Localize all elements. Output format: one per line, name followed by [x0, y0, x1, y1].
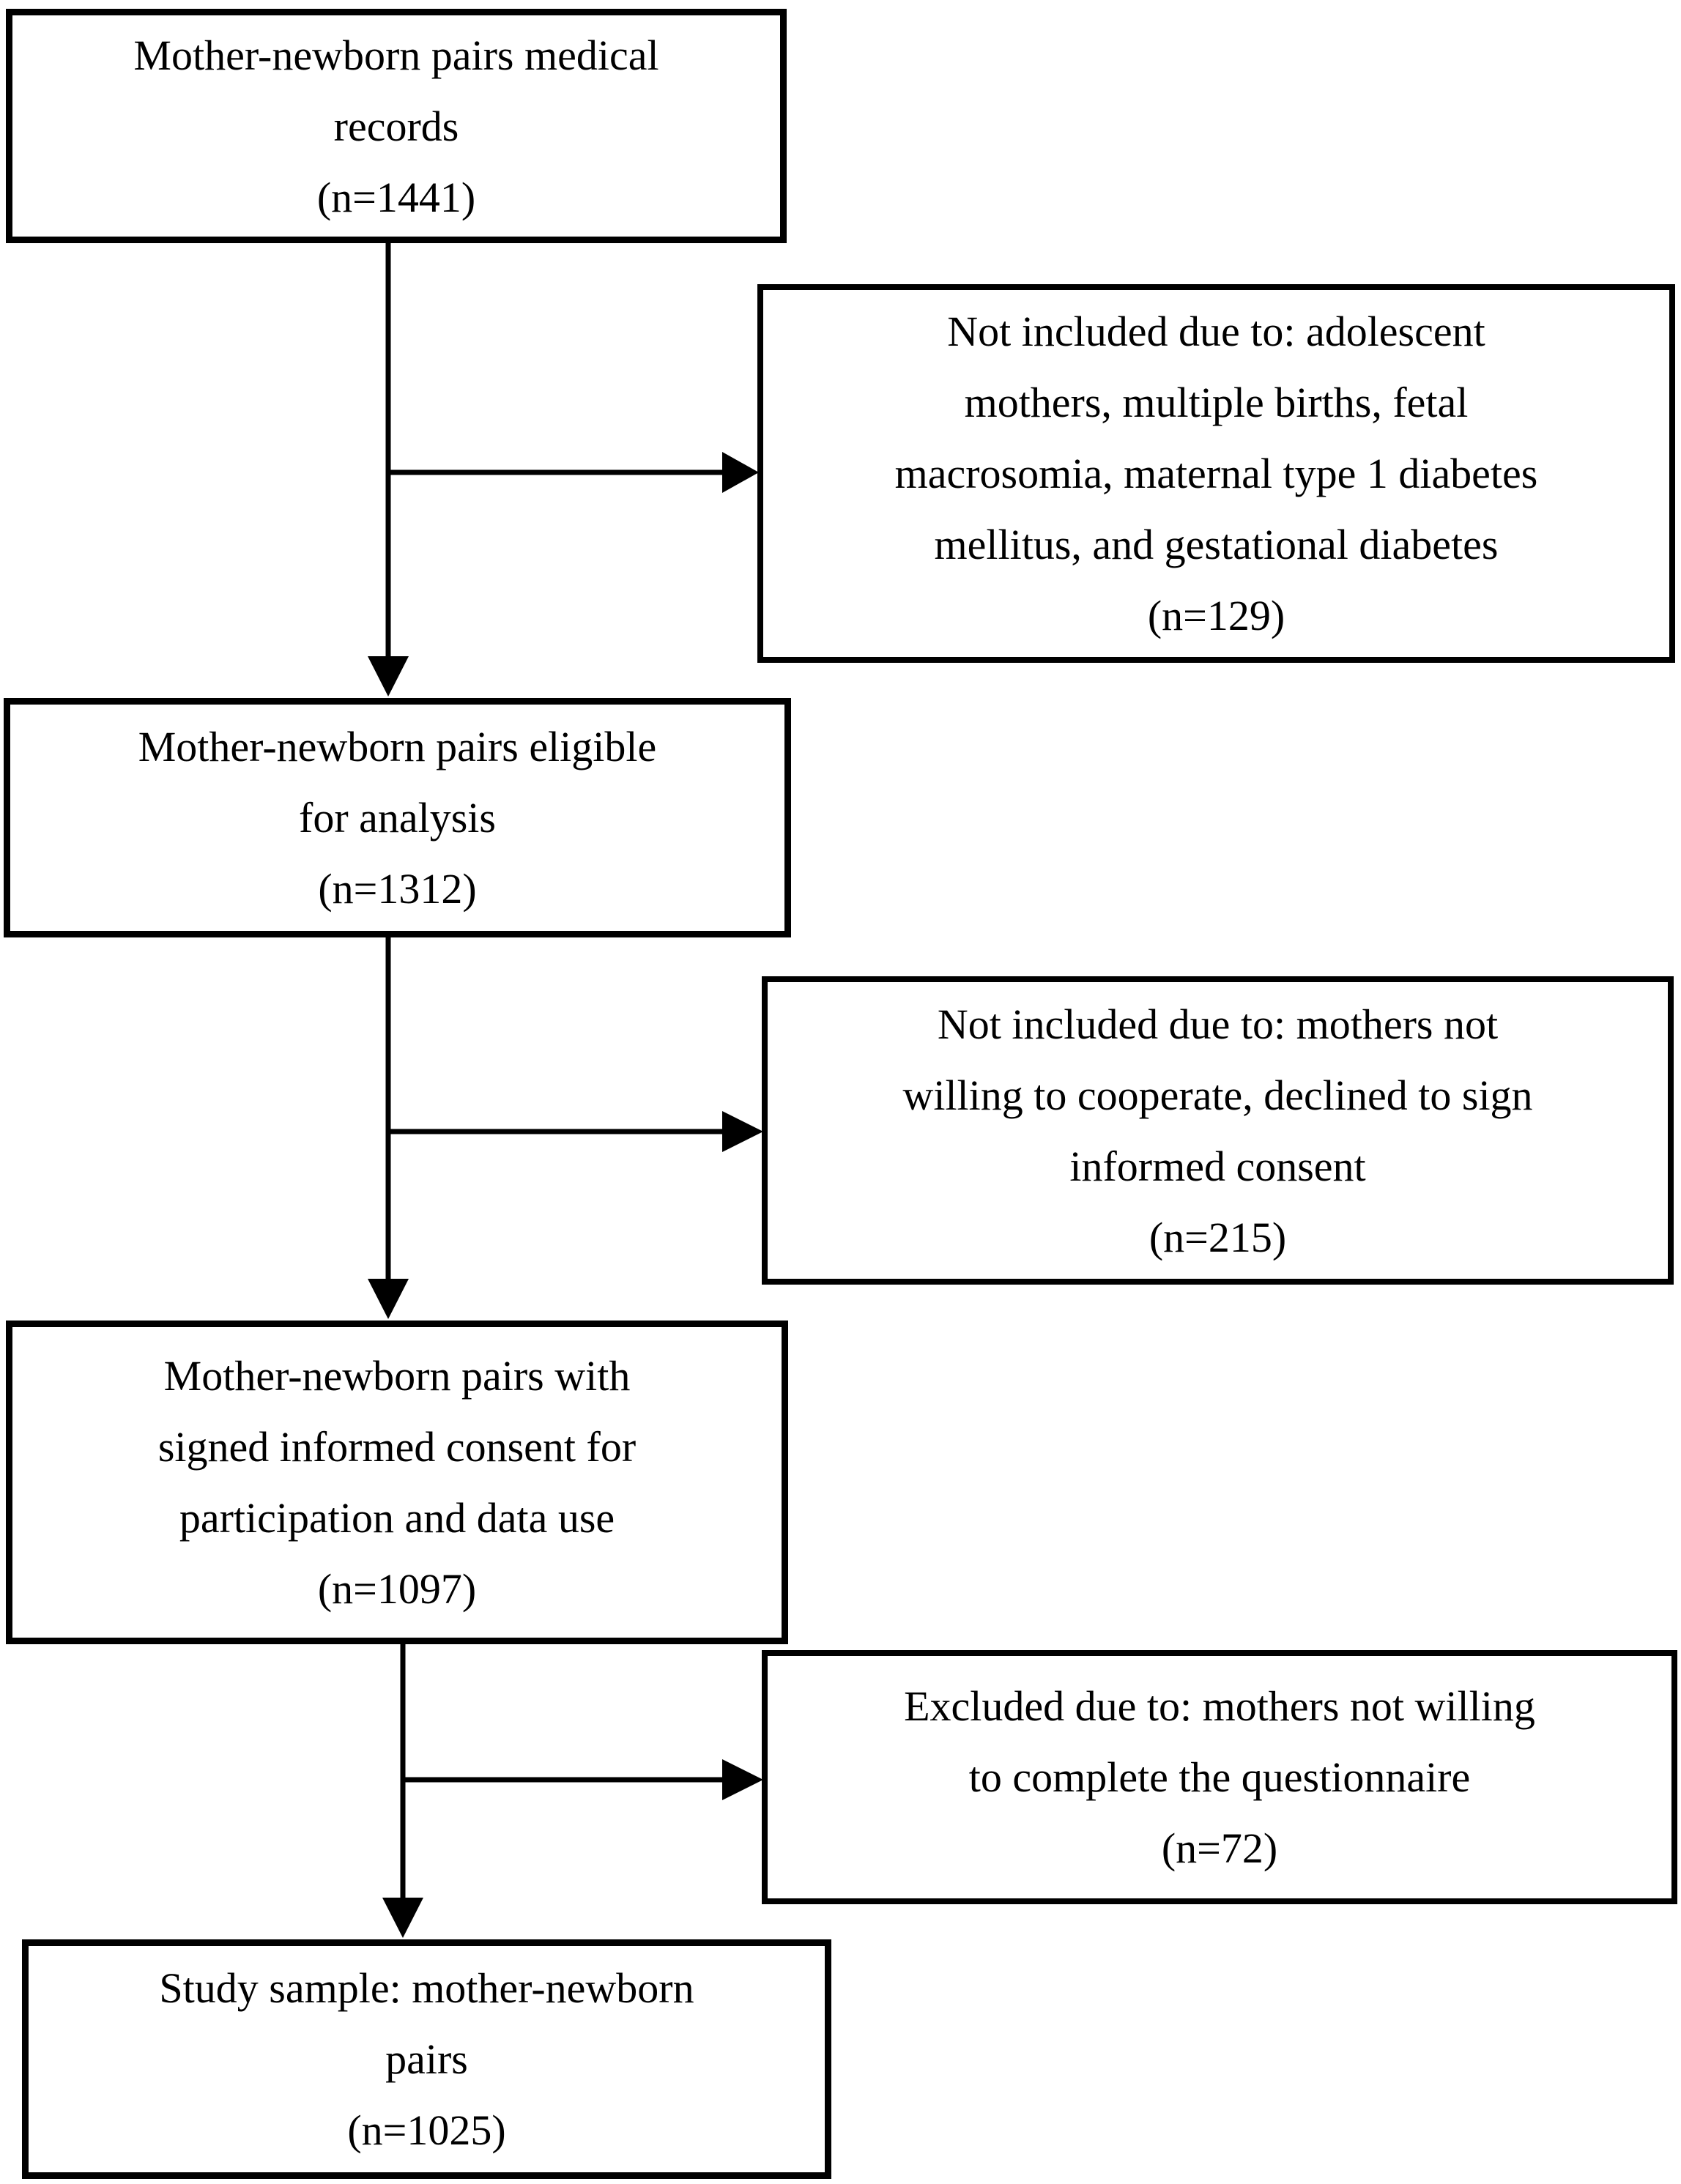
- arrowhead-right-to-excluded3: [722, 1759, 763, 1800]
- box-text-line: participation and data use: [179, 1494, 615, 1542]
- box-count: (n=215): [1149, 1213, 1287, 1261]
- box-count: (n=1097): [317, 1565, 477, 1613]
- box-medical-records: Mother-newborn pairs medical records (n=…: [6, 9, 787, 243]
- box-text-line: for analysis: [299, 794, 496, 842]
- box-count: (n=72): [1161, 1824, 1278, 1872]
- box-eligible-for-analysis: Mother-newborn pairs eligible for analys…: [4, 698, 791, 937]
- arrowhead-down-consent-to-sample: [382, 1898, 423, 1938]
- box-signed-informed-consent: Mother-newborn pairs with signed informe…: [6, 1321, 788, 1644]
- box-text-line: Mother-newborn pairs with: [163, 1352, 631, 1400]
- box-text-line: pairs: [385, 2035, 468, 2083]
- box-text-line: willing to cooperate, declined to sign: [902, 1071, 1533, 1119]
- box-text-line: informed consent: [1069, 1142, 1366, 1190]
- arrowhead-right-to-excluded1: [722, 452, 759, 493]
- box-text-line: signed informed consent for: [157, 1423, 637, 1471]
- box-text-line: Study sample: mother-newborn: [159, 1964, 694, 2012]
- box-text-line: mellitus, and gestational diabetes: [934, 521, 1499, 568]
- box-count: (n=1441): [316, 173, 476, 221]
- box-text-line: Mother-newborn pairs medical: [133, 31, 659, 79]
- box-text-line: mothers, multiple births, fetal: [964, 379, 1469, 426]
- arrowhead-down-records-to-eligible: [368, 656, 409, 697]
- box-count: (n=1312): [318, 865, 477, 913]
- arrowhead-down-eligible-to-consent: [368, 1279, 409, 1319]
- box-not-included-2: Not included due to: mothers not willing…: [762, 976, 1674, 1285]
- box-count: (n=129): [1147, 592, 1285, 639]
- box-text-line: macrosomia, maternal type 1 diabetes: [894, 450, 1538, 497]
- arrowhead-right-to-excluded2: [722, 1111, 763, 1152]
- box-text-line: Excluded due to: mothers not willing: [904, 1682, 1535, 1730]
- box-count: (n=1025): [347, 2106, 506, 2154]
- box-text-line: Mother-newborn pairs eligible: [138, 723, 657, 770]
- box-text-line: Not included due to: adolescent: [947, 308, 1485, 355]
- box-study-sample: Study sample: mother-newborn pairs (n=10…: [22, 1939, 831, 2179]
- box-text-line: records: [333, 102, 459, 150]
- box-text-line: Not included due to: mothers not: [937, 1000, 1499, 1048]
- box-text-line: to complete the questionnaire: [968, 1753, 1471, 1801]
- box-excluded-questionnaire: Excluded due to: mothers not willing to …: [762, 1650, 1677, 1904]
- box-not-included-1: Not included due to: adolescent mothers,…: [757, 284, 1675, 663]
